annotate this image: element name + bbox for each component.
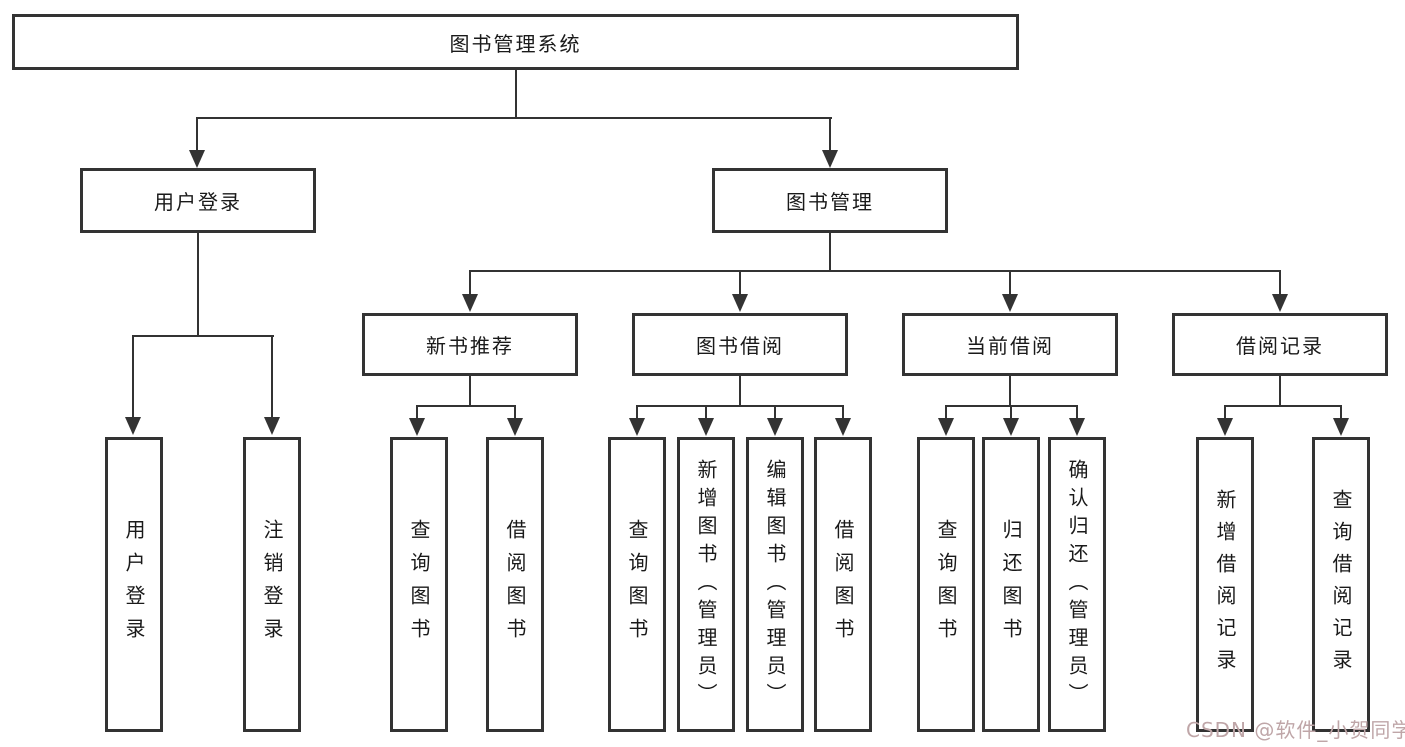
node-user-login-label: 用户登录 <box>154 190 242 214</box>
node-library-system-label: 图书管理系统 <box>449 31 582 56</box>
node-new-book-recommend: 新书推荐 <box>362 313 578 376</box>
arrowhead <box>822 150 838 168</box>
arrowhead <box>189 150 205 168</box>
connector-line <box>196 117 198 153</box>
node-borrow-records: 借阅记录 <box>1172 313 1388 376</box>
arrowhead <box>409 418 425 436</box>
connector-line <box>636 405 844 407</box>
arrowhead <box>1002 294 1018 312</box>
node-current-return-book-label: 归还图书 <box>999 518 1023 651</box>
connector-line <box>132 335 274 337</box>
node-borrow-query-book-label: 查询图书 <box>625 518 649 651</box>
node-records-add-record: 新增借阅记录 <box>1196 437 1254 732</box>
node-borrow-add-book-admin-label: 新增图书（管理员） <box>694 458 718 711</box>
node-user-login-leaf: 用户登录 <box>105 437 163 732</box>
connector-line <box>829 117 831 153</box>
connector-line <box>132 335 134 418</box>
connector-line <box>1340 405 1342 420</box>
arrowhead <box>938 418 954 436</box>
arrowhead <box>835 418 851 436</box>
connector-line <box>416 405 418 420</box>
arrowhead <box>1069 418 1085 436</box>
node-book-management: 图书管理 <box>712 168 948 233</box>
node-records-query-record: 查询借阅记录 <box>1312 437 1370 732</box>
node-book-borrow: 图书借阅 <box>632 313 848 376</box>
arrowhead <box>1333 418 1349 436</box>
node-recommend-borrow-book-label: 借阅图书 <box>503 518 527 651</box>
connector-line <box>945 405 947 420</box>
connector-line <box>1009 374 1011 407</box>
node-new-book-recommend-label: 新书推荐 <box>426 334 514 358</box>
node-borrow-records-label: 借阅记录 <box>1236 334 1324 358</box>
connector-line <box>196 117 832 119</box>
node-borrow-borrow-book-label: 借阅图书 <box>831 518 855 651</box>
connector-line <box>1076 405 1078 420</box>
connector-line <box>416 405 516 407</box>
connector-line <box>469 374 471 407</box>
arrowhead <box>767 418 783 436</box>
node-borrow-edit-book-admin-label: 编辑图书（管理员） <box>763 458 787 711</box>
watermark-text: CSDN @软件_小贺同学 <box>1186 718 1405 742</box>
node-borrow-query-book: 查询图书 <box>608 437 666 732</box>
connector-line <box>739 374 741 407</box>
node-library-system: 图书管理系统 <box>12 14 1019 70</box>
node-borrow-add-book-admin: 新增图书（管理员） <box>677 437 735 732</box>
arrowhead <box>125 417 141 435</box>
node-user-login-leaf-label: 用户登录 <box>122 518 146 651</box>
connector-line <box>514 405 516 420</box>
connector-line <box>705 405 707 420</box>
node-records-add-record-label: 新增借阅记录 <box>1213 488 1237 681</box>
arrowhead <box>1003 418 1019 436</box>
node-recommend-query-book: 查询图书 <box>390 437 448 732</box>
node-current-confirm-return-admin-label: 确认归还（管理员） <box>1065 458 1089 711</box>
connector-line <box>271 335 273 418</box>
node-book-management-label: 图书管理 <box>786 190 874 214</box>
node-logout-leaf: 注销登录 <box>243 437 301 732</box>
connector-line <box>829 231 831 272</box>
arrowhead <box>462 294 478 312</box>
arrowhead <box>732 294 748 312</box>
node-borrow-edit-book-admin: 编辑图书（管理员） <box>746 437 804 732</box>
connector-line <box>842 405 844 420</box>
node-logout-leaf-label: 注销登录 <box>260 518 284 651</box>
node-current-confirm-return-admin: 确认归还（管理员） <box>1048 437 1106 732</box>
node-book-borrow-label: 图书借阅 <box>696 334 784 358</box>
connector-line <box>1010 405 1012 420</box>
node-current-borrow: 当前借阅 <box>902 313 1118 376</box>
connector-line <box>469 270 1281 272</box>
connector-line <box>1279 270 1281 296</box>
connector-line <box>469 270 471 296</box>
connector-line <box>197 231 199 337</box>
node-recommend-borrow-book: 借阅图书 <box>486 437 544 732</box>
arrowhead <box>629 418 645 436</box>
node-recommend-query-book-label: 查询图书 <box>407 518 431 651</box>
connector-line <box>1279 374 1281 407</box>
node-borrow-borrow-book: 借阅图书 <box>814 437 872 732</box>
arrowhead <box>1272 294 1288 312</box>
node-current-query-book: 查询图书 <box>917 437 975 732</box>
arrowhead <box>264 417 280 435</box>
arrowhead <box>698 418 714 436</box>
connector-line <box>515 68 517 119</box>
node-current-borrow-label: 当前借阅 <box>966 334 1054 358</box>
node-current-return-book: 归还图书 <box>982 437 1040 732</box>
connector-line <box>739 270 741 296</box>
connector-line <box>1224 405 1226 420</box>
node-records-query-record-label: 查询借阅记录 <box>1329 488 1353 681</box>
connector-line <box>774 405 776 420</box>
connector-line <box>1224 405 1342 407</box>
node-current-query-book-label: 查询图书 <box>934 518 958 651</box>
arrowhead <box>507 418 523 436</box>
node-user-login: 用户登录 <box>80 168 316 233</box>
connector-line <box>636 405 638 420</box>
arrowhead <box>1217 418 1233 436</box>
connector-line <box>1009 270 1011 296</box>
